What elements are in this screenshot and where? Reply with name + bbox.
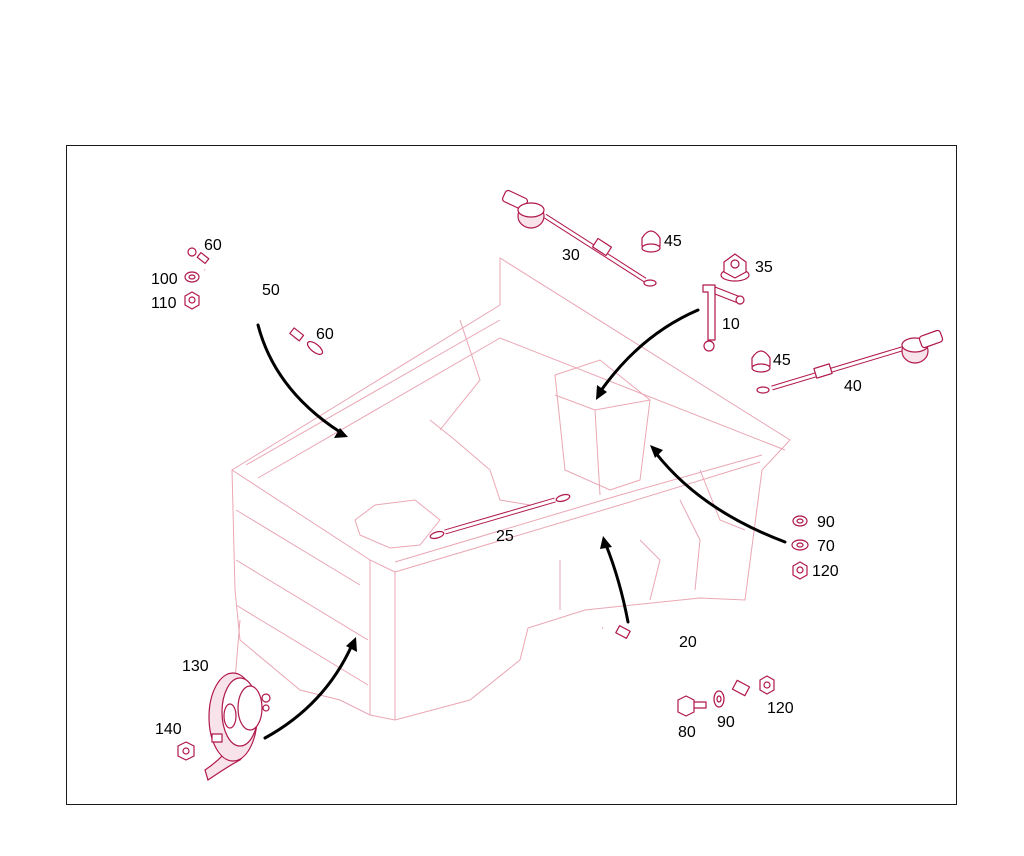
- hex-nut-140[interactable]: [177, 741, 195, 761]
- arrow-strap-to-body: [256, 323, 342, 434]
- callout-35: 35: [755, 259, 773, 276]
- hex-nut-120-right[interactable]: [792, 561, 808, 580]
- callout-130: 130: [182, 658, 209, 675]
- callout-45-right: 45: [773, 352, 791, 369]
- callout-30: 30: [562, 247, 580, 264]
- cap-nut-45-top[interactable]: [641, 230, 661, 253]
- washer-70[interactable]: [791, 539, 809, 551]
- ground-strap-50[interactable]: [187, 247, 325, 357]
- ground-cable-20[interactable]: [602, 625, 751, 697]
- callout-110: 110: [151, 295, 177, 312]
- callout-60-bottom: 60: [316, 326, 334, 343]
- arrow-head-4: [600, 536, 612, 549]
- flange-nut-35[interactable]: [720, 253, 750, 282]
- hex-nut-120-bottom[interactable]: [759, 675, 775, 695]
- washer-90-bottom[interactable]: [713, 690, 725, 708]
- lock-washer-100[interactable]: [184, 271, 200, 283]
- arrow-head-5: [346, 637, 357, 652]
- bracket-10[interactable]: [702, 284, 745, 352]
- battery-cable-40[interactable]: [756, 329, 944, 394]
- callout-25: 25: [496, 528, 514, 545]
- arrow-cable20-to-body: [604, 543, 630, 624]
- vehicle-body-outline: [231, 257, 791, 721]
- arrow-head-1: [334, 428, 348, 438]
- arrow-head-3: [650, 445, 663, 458]
- callout-90-right: 90: [817, 514, 835, 531]
- callout-70: 70: [817, 538, 835, 555]
- cable-25[interactable]: [429, 493, 571, 540]
- arrow-washers-to-body: [653, 450, 787, 544]
- callout-140: 140: [155, 721, 182, 738]
- callout-90-bottom: 90: [717, 714, 735, 731]
- lock-washer-90-right[interactable]: [792, 515, 808, 527]
- arrows: [256, 308, 787, 740]
- callout-60-top: 60: [204, 237, 222, 254]
- callout-120-right: 120: [812, 563, 839, 580]
- callout-80: 80: [678, 724, 696, 741]
- bolt-80[interactable]: [677, 695, 707, 717]
- horn-130[interactable]: [204, 672, 271, 781]
- callout-50: 50: [262, 282, 280, 299]
- callout-40: 40: [844, 378, 862, 395]
- callout-120-bottom: 120: [767, 700, 794, 717]
- hex-nut-110[interactable]: [184, 291, 200, 310]
- callouts: 60 100 110 50 60 30 45 35 10 45 40 25 90…: [151, 233, 862, 741]
- battery-cable-30[interactable]: [501, 189, 657, 287]
- arrow-horn-to-body: [263, 643, 354, 740]
- arrow-bracket-to-body: [598, 308, 700, 394]
- callout-100: 100: [151, 271, 178, 288]
- callout-20: 20: [679, 634, 697, 651]
- arrow-head-2: [596, 385, 607, 400]
- callout-10: 10: [722, 316, 740, 333]
- callout-45-top: 45: [664, 233, 682, 250]
- cap-nut-45-right[interactable]: [751, 350, 771, 373]
